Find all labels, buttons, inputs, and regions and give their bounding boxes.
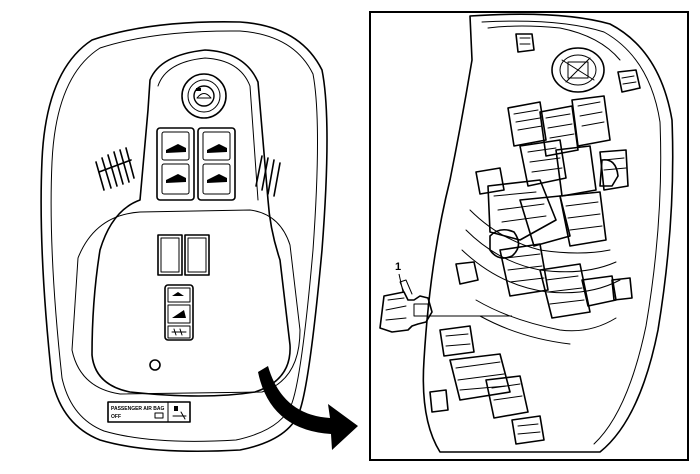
overhead-console-assembly: PASSENGER AIR BAG OFF — [40, 21, 328, 453]
sunroof-switch-right — [197, 127, 236, 201]
transition-arrow — [258, 366, 358, 450]
callout-number-1: 1 — [395, 261, 401, 273]
wire-harness-connectors — [455, 95, 629, 345]
sunroof-switch-left — [156, 127, 195, 201]
upper-clips — [515, 33, 641, 93]
detail-view-frame — [369, 11, 689, 461]
lamp-button-stack — [164, 284, 194, 341]
console-center-pod — [91, 49, 291, 397]
callout-leader-line — [398, 273, 404, 293]
map-lamp-lens-right — [184, 234, 210, 276]
switch-socket — [551, 47, 605, 93]
console-release-hole — [149, 359, 161, 371]
console-interior-detail — [422, 13, 674, 453]
passenger-airbag-label: PASSENGER AIR BAG OFF — [107, 401, 191, 423]
left-vent-grille — [95, 147, 135, 191]
console-outer-housing — [40, 21, 328, 453]
removed-component-item-1 — [379, 279, 433, 333]
right-vent-grille — [255, 155, 281, 197]
airbag-label-line2: OFF — [111, 414, 121, 420]
lower-lamp-sockets — [429, 325, 545, 445]
airbag-label-line1: PASSENGER AIR BAG — [111, 406, 164, 412]
map-lamp-lens-left — [157, 234, 183, 276]
dome-lamp-switch — [181, 73, 227, 119]
housing-shell — [422, 13, 674, 453]
